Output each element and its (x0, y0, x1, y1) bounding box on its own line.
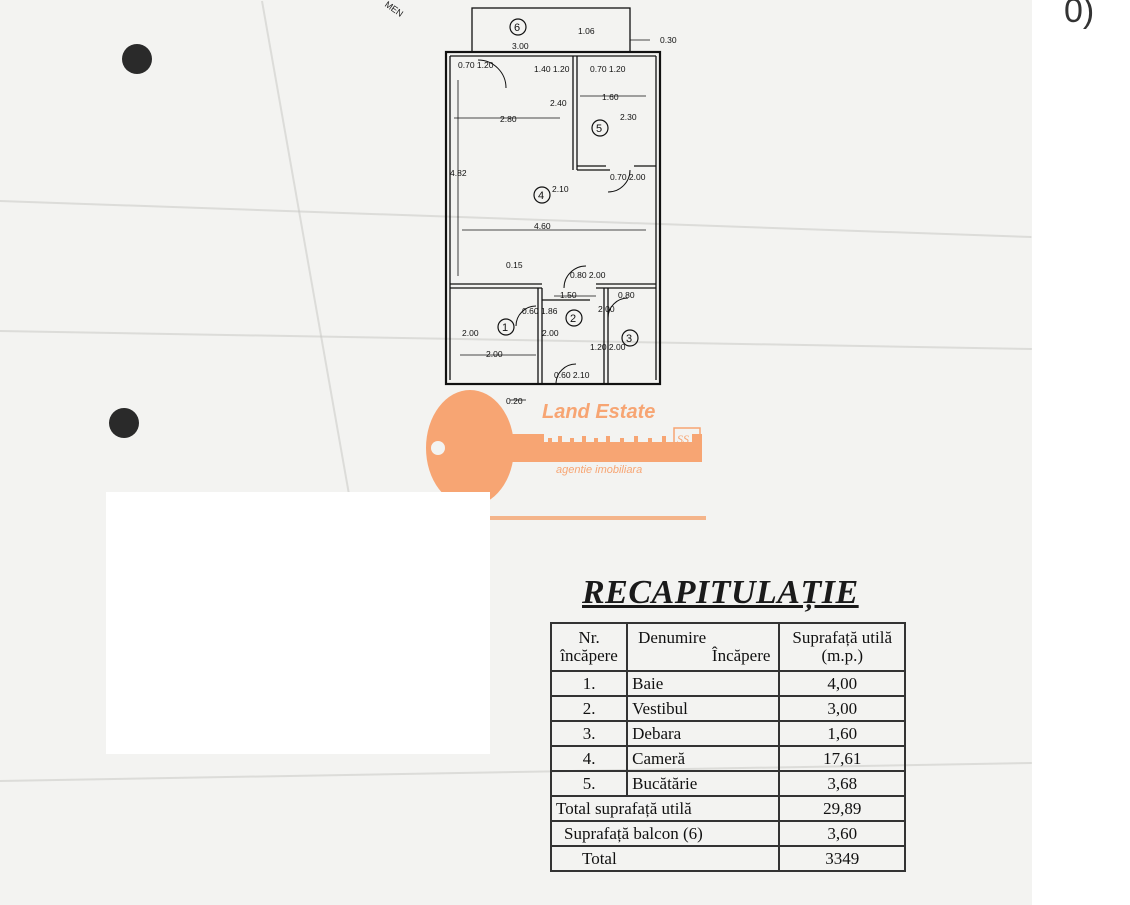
scan-margin (1032, 0, 1130, 905)
room-number: 1 (502, 322, 508, 334)
total-row: Total 3349 (549, 845, 906, 872)
dimension-label: 0.70 1.20 (458, 60, 494, 70)
svg-text:SS: SS (677, 432, 689, 446)
dimension-label: 0.30 (660, 35, 677, 45)
table-header-row: Nr. încăpere Denumire Încăpere Suprafață… (549, 622, 906, 672)
room-nr-cell: 2. (549, 695, 629, 722)
balcony-label: Suprafață balcon (6) (549, 820, 781, 847)
room-area-cell: 1,60 (778, 720, 906, 747)
room-nr-cell: 3. (549, 720, 629, 747)
dimension-label: 1.50 (560, 290, 577, 300)
total-label: Total (549, 845, 781, 872)
total-value: 3349 (778, 845, 906, 872)
room-number: 4 (538, 190, 544, 202)
room-nr-cell: 1. (549, 670, 629, 697)
room-number: 5 (596, 123, 602, 135)
room-name-cell: Debara (626, 720, 781, 747)
door-swing (515, 305, 537, 327)
dimension-label: 0.15 (506, 260, 523, 270)
room-nr-cell: 5. (549, 770, 629, 797)
dimension-label: 2.10 (552, 184, 569, 194)
dimension-label: 0.60 1.86 (522, 306, 558, 316)
logo-title: Land Estate (542, 401, 656, 423)
room-nr-cell: 4. (549, 745, 629, 772)
punch-hole (122, 44, 152, 74)
dimension-label: 0.60 2.10 (554, 370, 590, 380)
dimension-label: 2.00 (598, 304, 615, 314)
floor-plan: 6 5 4 1 2 3 1.06 3.00 0.30 0.70 1.20 1.4… (444, 7, 677, 406)
dimension-label: 2.00 (462, 328, 479, 338)
redacted-area (106, 492, 490, 754)
room-area-cell: 3,00 (778, 695, 906, 722)
room-name-cell: Vestibul (626, 695, 781, 722)
agency-logo: SS Land Estate agentie imobiliara (424, 388, 708, 524)
header-cell: Suprafață utilă (m.p.) (778, 622, 906, 672)
table-row: 3. Debara 1,60 (549, 720, 906, 747)
recap-title: RECAPITULAȚIE (582, 574, 859, 611)
logo-underline (424, 516, 706, 520)
dimension-label: 1.06 (578, 26, 595, 36)
room-name-cell: Baie (626, 670, 781, 697)
door-swing (607, 297, 629, 319)
dimension-label: 0.80 (618, 290, 635, 300)
key-icon: SS (426, 390, 702, 506)
room-number: 2 (570, 313, 576, 325)
dimension-label: 0.70 2.00 (610, 172, 646, 182)
apartment-outline (444, 50, 662, 386)
room-name-cell: Cameră (626, 745, 781, 772)
balcony-value: 3,60 (778, 820, 906, 847)
door-swing (477, 59, 507, 89)
balcony-outline (471, 7, 631, 53)
dimension-label: 0.20 (506, 396, 523, 406)
dimension-label: 2.00 (542, 328, 559, 338)
room-area-cell: 17,61 (778, 745, 906, 772)
dimension-label: 2.30 (620, 112, 637, 122)
dimension-label: 1.20 2.00 (590, 342, 626, 352)
total-useful-row: Total suprafață utilă 29,89 (549, 795, 906, 822)
dimension-label: 2.80 (500, 114, 517, 124)
header-cell: Nr. încăpere (549, 622, 629, 672)
dimension-label: 4.60 (534, 221, 551, 231)
total-useful-label: Total suprafață utilă (549, 795, 781, 822)
room-name-cell: Bucătărie (626, 770, 781, 797)
dimension-label: 0.80 2.00 (570, 270, 606, 280)
balcony-row: Suprafață balcon (6) 3,60 (549, 820, 906, 847)
table-row: 1. Baie 4,00 (549, 670, 906, 697)
door-swing (607, 169, 631, 193)
dimension-label: 2.40 (550, 98, 567, 108)
room-area-cell: 4,00 (778, 670, 906, 697)
dimension-label: 2.00 (486, 349, 503, 359)
table-row: 4. Cameră 17,61 (549, 745, 906, 772)
dimension-label: 4.82 (450, 168, 467, 178)
dimension-label: 0.70 1.20 (590, 64, 626, 74)
total-useful-value: 29,89 (778, 795, 906, 822)
dimension-label: 3.00 (512, 41, 529, 51)
dimension-label: 1.40 1.20 (534, 64, 570, 74)
punch-hole (109, 408, 139, 438)
corner-mark: 0) (1064, 0, 1095, 30)
recap-table: Nr. încăpere Denumire Încăpere Suprafață… (549, 622, 906, 872)
table-row: 2. Vestibul 3,00 (549, 695, 906, 722)
table-row: 5. Bucătărie 3,68 (549, 770, 906, 797)
logo-subtitle: agentie imobiliara (556, 464, 643, 476)
door-swing (563, 265, 587, 289)
dimension-label: 1.60 (602, 92, 619, 102)
room-area-cell: 3,68 (778, 770, 906, 797)
header-cell: Denumire Încăpere (626, 622, 781, 672)
room-number: 3 (626, 333, 632, 345)
room-number: 6 (514, 22, 520, 34)
door-swing (555, 363, 577, 385)
